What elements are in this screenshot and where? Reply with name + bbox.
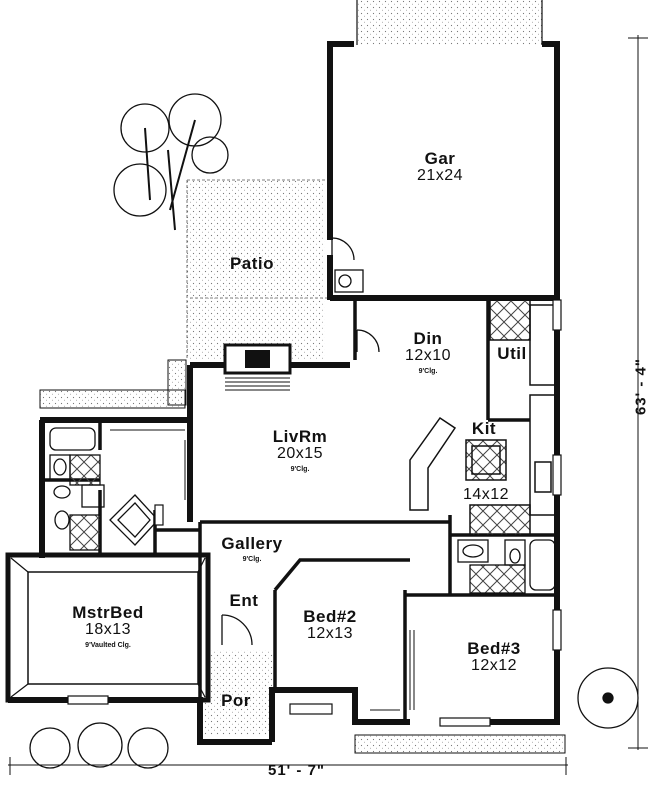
room-dims: 12x10 bbox=[404, 346, 452, 364]
room-kitchen-name: Kit bbox=[472, 420, 496, 438]
room-name: Bed#2 bbox=[303, 607, 357, 626]
room-name: Din bbox=[413, 329, 443, 348]
room-name: Gar bbox=[424, 149, 456, 168]
tree-cluster-icon bbox=[113, 93, 229, 231]
room-dims: 18x13 bbox=[84, 620, 132, 638]
room-dims: 20x15 bbox=[276, 444, 324, 462]
room-name: Por bbox=[221, 691, 251, 710]
closet-shelves bbox=[110, 429, 415, 711]
master-outer-wall bbox=[5, 552, 211, 703]
room-ceiling: 9'Clg. bbox=[418, 367, 438, 375]
planter-mid bbox=[167, 359, 187, 406]
room-living: LivRm 20x15 9'Clg. bbox=[273, 428, 327, 473]
kitchen-fixtures bbox=[409, 299, 557, 536]
room-kitchen-dims: 14x12 bbox=[462, 486, 510, 504]
room-name: Patio bbox=[229, 254, 275, 273]
bath-fixtures bbox=[49, 427, 556, 594]
room-bed2: Bed#2 12x13 bbox=[303, 608, 357, 643]
room-dims: 12x12 bbox=[470, 656, 518, 674]
room-name: Util bbox=[497, 344, 527, 363]
room-entry: Ent bbox=[230, 592, 259, 610]
door-swings bbox=[221, 237, 380, 646]
room-name: LivRm bbox=[272, 427, 328, 446]
room-utility: Util bbox=[497, 345, 526, 363]
room-name: Kit bbox=[471, 419, 497, 438]
room-name: Bed#3 bbox=[467, 639, 521, 658]
room-porch: Por bbox=[221, 692, 251, 710]
planter-left bbox=[39, 389, 186, 409]
room-garage: Gar 21x24 bbox=[417, 150, 463, 185]
driveway bbox=[357, 0, 542, 45]
room-name: Gallery bbox=[221, 534, 283, 553]
overall-depth-label: 63' - 4" bbox=[632, 357, 650, 416]
patio-slab bbox=[185, 180, 325, 360]
room-master: MstrBed 18x13 9'Vaulted Clg. bbox=[72, 604, 144, 649]
overall-width-label: 51' - 7" bbox=[268, 762, 326, 779]
dimension-lines bbox=[8, 35, 648, 775]
windows bbox=[67, 299, 562, 727]
tree-right-icon bbox=[577, 667, 639, 729]
room-name: Ent bbox=[229, 591, 259, 610]
room-ceiling: 9'Clg. bbox=[290, 465, 310, 473]
room-dims: 14x12 bbox=[462, 486, 510, 503]
room-gallery: Gallery 9'Clg. bbox=[221, 535, 282, 563]
fireplace bbox=[223, 343, 292, 391]
room-patio: Patio bbox=[230, 255, 274, 273]
room-dims: 12x13 bbox=[306, 624, 354, 642]
room-dining: Din 12x10 9'Clg. bbox=[405, 330, 451, 375]
room-dims: 21x24 bbox=[416, 166, 464, 184]
planter-front bbox=[354, 734, 566, 754]
room-name: MstrBed bbox=[72, 603, 144, 622]
room-ceiling: 9'Vaulted Clg. bbox=[85, 641, 131, 649]
room-bed3: Bed#3 12x12 bbox=[467, 640, 521, 675]
shrub-row-icon bbox=[29, 722, 169, 769]
room-ceiling: 9'Clg. bbox=[242, 555, 262, 563]
vaulted-ceiling-line bbox=[27, 571, 199, 685]
